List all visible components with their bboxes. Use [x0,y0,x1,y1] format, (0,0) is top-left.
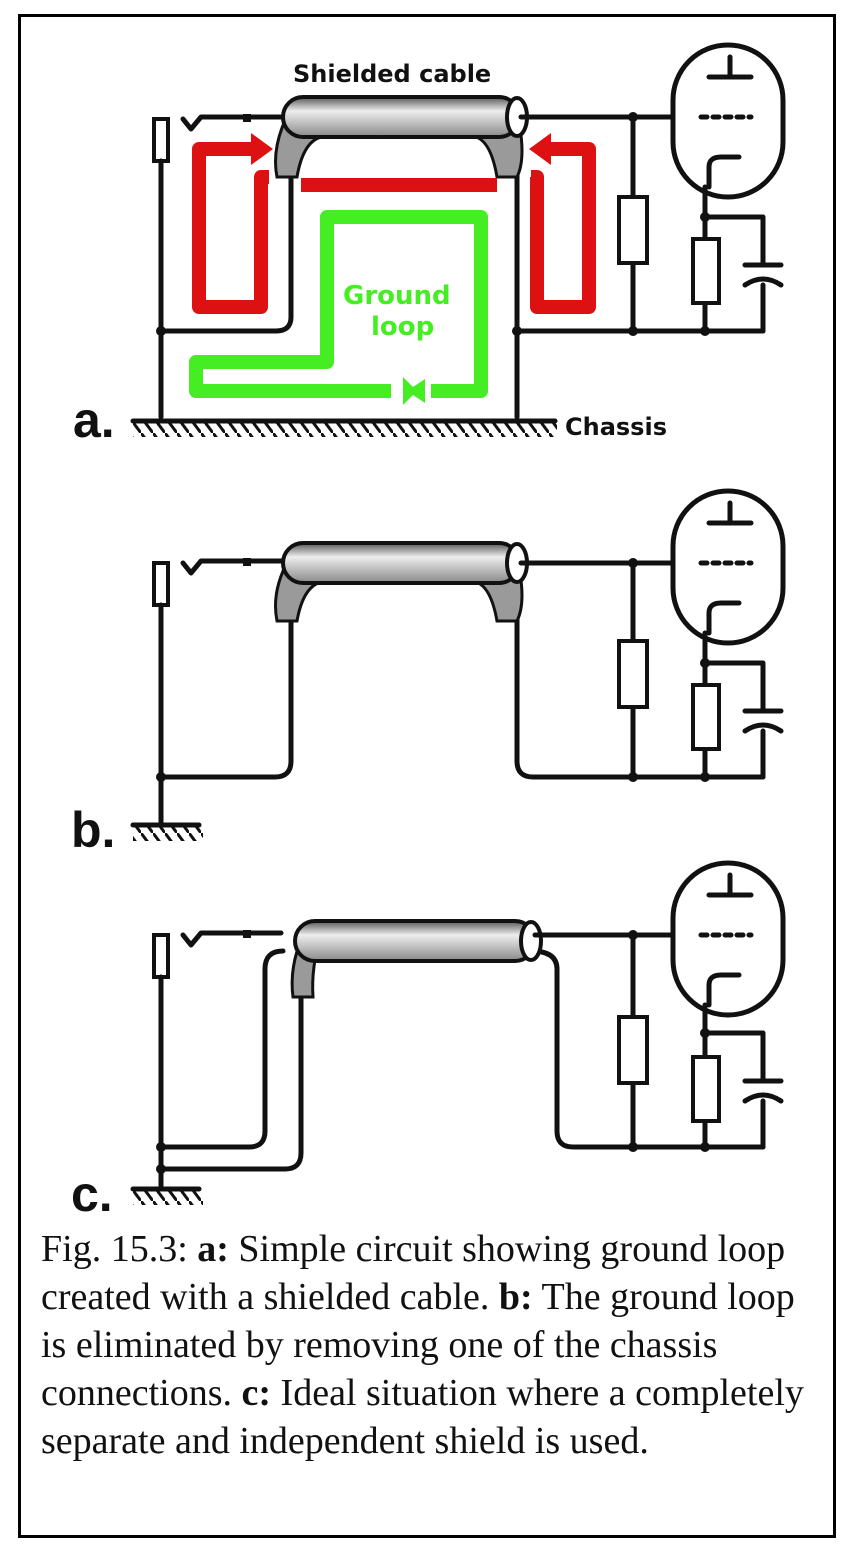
source-resistor-c [152,933,170,979]
shield-drop-c [158,954,304,1172]
panel-c-letter: c. [71,1166,113,1217]
panel-b: b. [71,488,786,858]
caption-b-text: The ground loop is eliminated by removin… [41,1276,795,1414]
bypass-capacitor-c [742,1078,784,1104]
panel-c: c. [71,860,786,1217]
chassis-label: Chassis [565,413,667,441]
grid-resistor [617,195,649,265]
cathode-resistor-c [691,1055,721,1123]
grid-resistor-c [617,1015,649,1085]
source-resistor-b [152,561,170,607]
figure-frame: Shielded cable [18,14,836,1538]
bypass-capacitor-wire [702,214,766,334]
shielded-cable [281,95,521,139]
shielded-cable-c [293,919,537,963]
shield-left-drop [158,134,294,334]
cathode-resistor [691,237,721,305]
grid-resistor-b [617,639,649,709]
caption-c-key: c: [241,1372,272,1414]
panel-a-letter: a. [73,392,115,448]
ground-loop-label-line1: Ground [343,281,451,311]
figure-caption: Fig. 15.3: a: Simple circuit showing gro… [41,1225,821,1465]
caption-a-key: a: [197,1228,229,1270]
caption-fig: Fig. 15.3: [41,1228,198,1270]
bypass-capacitor [742,262,784,288]
bypass-capacitor-b [742,708,784,734]
vacuum-tube-b [670,488,786,646]
tube-plate [706,54,754,80]
circuit-diagram: Shielded cable [71,42,786,1217]
shield-right-drop-b [514,574,766,780]
input-wire [180,114,284,132]
caption-b-key: b: [498,1276,533,1318]
caption-c-text: Ideal situation where a completely separ… [41,1372,804,1462]
shielded-cable-b [281,541,521,585]
panel-a: Shielded cable [73,42,786,448]
caption-a-text: Simple circuit showing ground loop creat… [41,1228,786,1318]
vacuum-tube [670,42,786,200]
shielded-cable-label: Shielded cable [293,60,491,88]
signal-return-right-c [528,948,766,1150]
ground-loop-path [189,210,488,398]
vacuum-tube-c [670,860,786,1018]
ground-loop-label-line2: loop [371,312,434,342]
shield-left-drop-b [158,574,294,780]
signal-return-wire-c [158,948,286,1150]
panel-b-letter: b. [71,802,115,858]
signal-current-path-left [192,142,269,314]
signal-current-path-right [530,142,596,314]
source-resistor [152,117,170,163]
cathode-resistor-b [691,683,721,751]
tube-cathode [706,154,742,190]
